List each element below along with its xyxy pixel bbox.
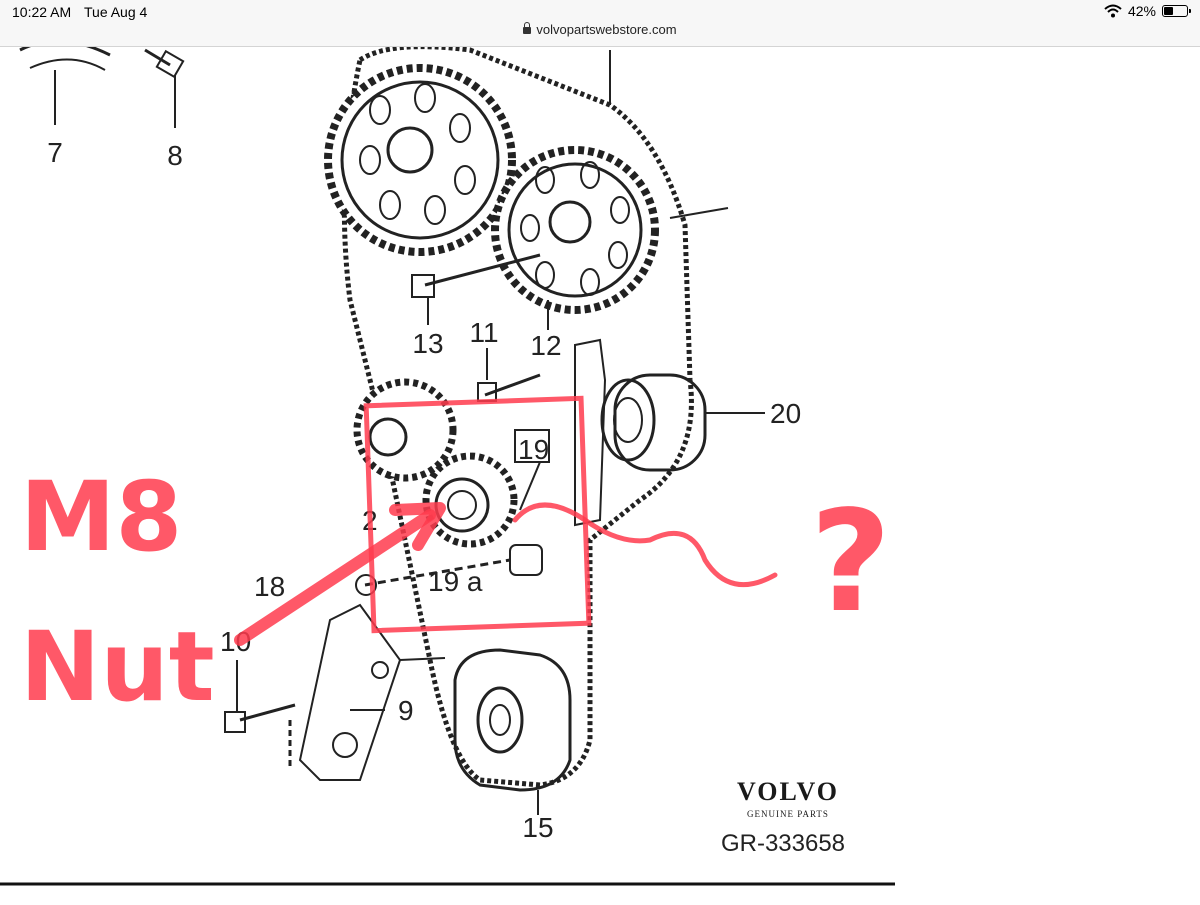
tensioner-19 (422, 429, 550, 576)
battery-icon (1162, 5, 1191, 17)
timing-belt (341, 44, 694, 788)
label-part-12: 12 (530, 330, 561, 361)
idler-pulley-20 (600, 373, 765, 472)
question-scribble (512, 502, 778, 588)
highlight-box (363, 395, 592, 634)
status-time: 10:22 AM (12, 4, 72, 20)
status-date: Tue Aug 4 (84, 4, 148, 20)
arrow-stroke (234, 509, 436, 646)
annotation-nut: Nut (20, 611, 215, 723)
bolt-10 (224, 660, 296, 733)
label-part-19: 19 (518, 434, 549, 465)
diagram-reference: GR-333658 (721, 830, 845, 857)
label-part-11: 11 (469, 317, 498, 348)
label-part-15: 15 (522, 812, 553, 843)
timing-belt-diagram: 7 8 13 11 12 20 19 2 19 a 18 10 9 15 VOL… (0, 39, 895, 886)
arrow-head (389, 502, 446, 551)
cam-pulley-right (491, 146, 659, 314)
red-annotation: M8 Nut ? (20, 395, 891, 723)
annotation-m8: M8 (20, 461, 182, 573)
url-text: volvopartswebstore.com (536, 22, 677, 37)
cam-pulley-left (324, 64, 516, 256)
address-bar[interactable]: volvopartswebstore.com (0, 22, 1200, 37)
lock-icon (523, 22, 532, 34)
annotation-question: ? (810, 481, 891, 644)
label-part-8: 8 (167, 140, 183, 171)
bolt-13 (411, 253, 541, 325)
label-part-20: 20 (770, 398, 801, 429)
label-part-9: 9 (398, 695, 414, 726)
part-8-drawing (144, 48, 185, 128)
battery-fill (1164, 7, 1173, 15)
battery-percent: 42% (1127, 3, 1156, 19)
tensioner-bracket (574, 338, 607, 527)
diagram-page: 7 8 13 11 12 20 19 2 19 a 18 10 9 15 VOL… (0, 39, 1200, 900)
part-7-drawing (19, 39, 111, 125)
label-part-7: 7 (47, 137, 63, 168)
label-part-18: 18 (254, 571, 285, 602)
volvo-logo: VOLVO (737, 777, 839, 806)
arm-9 (288, 603, 446, 781)
status-bar: 10:22 AM Tue Aug 4 42% volvopartswebstor… (0, 0, 1200, 47)
status-right: 42% (1104, 3, 1191, 19)
label-part-13: 13 (412, 328, 443, 359)
brand-subtitle: GENUINE PARTS (747, 809, 829, 819)
crank-pulley-left (353, 378, 457, 482)
water-pump-15 (453, 648, 572, 815)
label-part-19a: 19 a (428, 566, 483, 597)
wifi-icon (1104, 4, 1122, 18)
